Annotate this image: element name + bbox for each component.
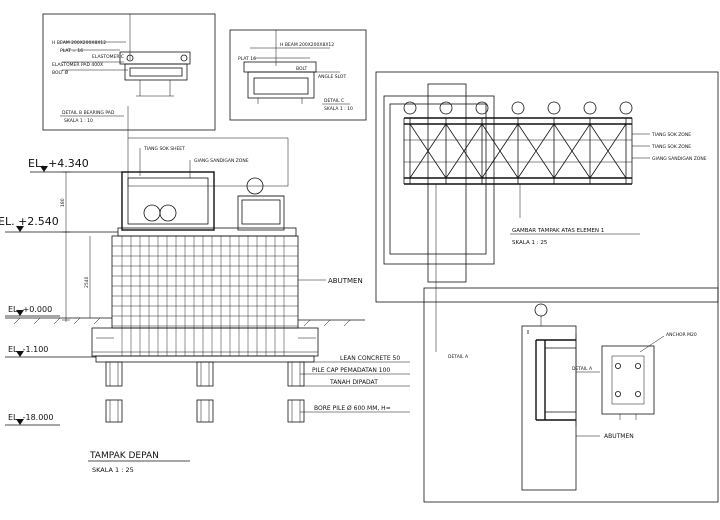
detail-c-label-3: BOLT xyxy=(296,66,307,72)
callout-lean-concrete: LEAN CONCRETE 50 xyxy=(340,355,400,362)
lean-concrete-layer xyxy=(95,355,315,363)
girder-box-outer xyxy=(121,171,215,231)
top-view-pier-core xyxy=(427,83,467,283)
top-view-label-3: GIANG SANDIGAN ZONE xyxy=(652,156,707,162)
ground-hatch-right xyxy=(303,319,351,327)
pier-note-1: TIANG SOK SHEET xyxy=(143,146,185,152)
callout-bore-pile: BORE PILE Ø 600 MM, H= xyxy=(314,405,391,412)
detail-abutmen-label: ABUTMEN xyxy=(604,433,634,440)
callout-pile-cap: PILE CAP PEMADATAN 100 xyxy=(312,367,390,374)
bearing-seat-beam xyxy=(117,227,297,237)
girder-pipe-left xyxy=(143,204,161,222)
top-view-pier-outline xyxy=(383,95,495,265)
detail-base-plate xyxy=(601,345,655,415)
elevation-label-1100: EL. -1.100 xyxy=(8,345,48,354)
detail-bearing-scale: SKALA 1 : 10 xyxy=(64,118,93,124)
pile-tips xyxy=(105,399,305,423)
girder-box-inner xyxy=(127,177,209,225)
detail-c-frame xyxy=(229,29,367,121)
elevation-markers xyxy=(5,166,128,426)
top-view-frame xyxy=(375,71,719,303)
detail-a-side-label: DETAIL A xyxy=(572,366,593,372)
grid-bubbles xyxy=(403,101,633,115)
bearing-label-4: ELASTOMER PAD 400X xyxy=(52,62,103,68)
detail-c-label-4: ANGLE SLOT xyxy=(318,74,346,80)
callout-compacted-soil: TANAH DIPADAT xyxy=(329,379,378,386)
detail-abutment-column xyxy=(521,325,577,491)
truss-diagonals xyxy=(409,123,627,179)
dim-2540: 2540 xyxy=(84,276,90,288)
detail-c: H BEAM 200X200X8X12 PLAT 16 BOLT ANGLE S… xyxy=(229,29,367,121)
ground-hatch-left xyxy=(13,317,101,325)
elevation-label-18000: EL. -18.000 xyxy=(8,413,53,422)
lower-callout-leaders xyxy=(300,361,410,413)
detail-bearing-pad: H BEAM 200X200X8X12 PLAT = 16 ELASTOMERI… xyxy=(42,13,216,131)
detail-a-label: DETAIL A xyxy=(448,354,469,360)
abutment-rebar-grid xyxy=(112,236,298,356)
elevation-label-0000: EL. +0.000 xyxy=(8,305,52,314)
detail-bearing-frame xyxy=(42,13,216,131)
abutmen-callout: ABUTMEN xyxy=(328,277,363,285)
dim-180: 180 xyxy=(60,198,66,207)
detail-c-title: DETAIL C xyxy=(324,98,344,104)
top-view-label-1: TIANG SOK ZONE xyxy=(651,132,691,138)
bearing-label-1: H BEAM 200X200X8X12 xyxy=(52,40,106,46)
detail-c-label-2: PLAT 16 xyxy=(238,56,256,62)
top-view: TIANG SOK ZONE TIANG SOK ZONE GIANG SAND… xyxy=(375,71,719,303)
side-box xyxy=(237,195,285,231)
detail-c-label-1: H BEAM 200X200X8X12 xyxy=(280,42,334,48)
detail-a: DETAIL A ANCHOR M20 DETAIL A ABUTMEN xyxy=(423,184,719,503)
detail-bearing-title: DETAIL B BEARING PAD xyxy=(62,110,115,116)
detail-c-scale: SKALA 1 : 10 xyxy=(324,106,353,112)
piles xyxy=(105,361,305,387)
bearing-label-2: PLAT = 16 xyxy=(60,48,83,54)
anchor-note: ANCHOR M20 xyxy=(666,332,697,338)
truss-verticals xyxy=(409,118,627,184)
top-view-title: GAMBAR TAMPAK ATAS ELEMEN 1 xyxy=(512,228,604,234)
top-view-scale: SKALA 1 : 25 xyxy=(512,240,548,246)
girder-pipe-right xyxy=(159,204,177,222)
top-view-label-2: TIANG SOK ZONE xyxy=(651,144,691,150)
elevation-label-4340: EL. +4.340 xyxy=(28,157,89,170)
detail-a-frame xyxy=(423,287,719,503)
front-view: 180 2540 xyxy=(0,106,410,474)
pier-note-2: GIANG SANDIGAN ZONE xyxy=(194,158,249,164)
pier-note-frame xyxy=(127,137,289,187)
front-view-scale: SKALA 1 : 25 xyxy=(92,466,134,474)
bearing-label-3: ELASTOMERIC xyxy=(92,54,124,60)
elevation-label-2540: EL. +2.540 xyxy=(0,215,59,228)
front-view-title: TAMPAK DEPAN xyxy=(89,451,159,461)
bearing-label-5: BOLT Ø xyxy=(52,69,69,76)
